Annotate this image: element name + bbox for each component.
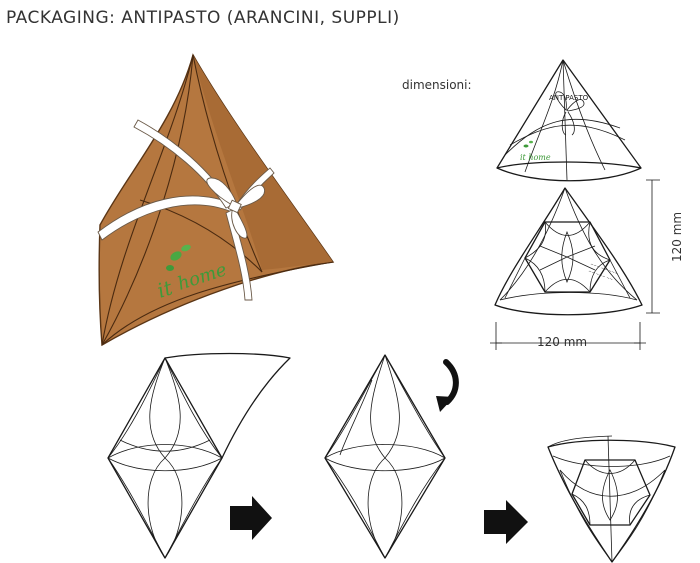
fold-result	[547, 435, 676, 563]
right-arrow-icon	[484, 500, 528, 544]
right-arrow-icon	[230, 496, 272, 540]
page-title: PACKAGING: ANTIPASTO (ARANCINI, SUPPLI)	[6, 8, 400, 28]
box-label-text: ANTIPASTO	[549, 94, 589, 102]
dimensions-label: dimensioni:	[402, 78, 472, 92]
fold-step-1	[107, 352, 291, 559]
package-front-view: ANTIPASTO it home	[496, 59, 642, 182]
width-dimension-label: 120 mm	[537, 335, 588, 349]
curved-arrow-icon	[436, 359, 459, 412]
svg-text:it home: it home	[520, 153, 551, 162]
cardboard-package: it home	[97, 53, 335, 347]
package-top-view: ~~~ ~~ ~~~ ~~ ~~~ ~~	[490, 179, 660, 350]
fold-step-2	[324, 354, 446, 559]
small-brand-logo-icon: it home	[520, 140, 551, 162]
